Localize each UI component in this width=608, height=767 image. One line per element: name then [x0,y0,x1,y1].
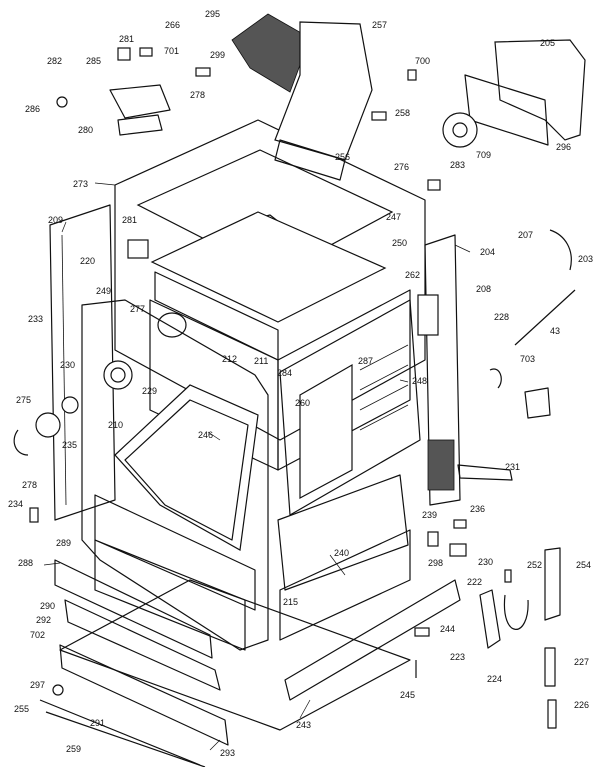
callout-label: 207 [518,230,533,240]
callout-label: 287 [358,356,373,366]
callout-label: 224 [487,674,502,684]
callout-label: 231 [505,462,520,472]
callout-label: 243 [296,720,311,730]
leader-lines [43,182,471,751]
callout-label: 281 [122,215,137,225]
callout-label: 244 [440,624,455,634]
callout-label: 277 [130,304,145,314]
callout-label: 297 [30,680,45,690]
callout-label: 230 [478,557,493,567]
callout-label: 247 [386,212,401,222]
callout-label: 227 [574,657,589,667]
callout-label: 700 [415,56,430,66]
callout-label: 292 [36,615,51,625]
callout-label: 266 [165,20,180,30]
callout-label: 252 [527,560,542,570]
callout-label: 703 [520,354,535,364]
callout-label: 293 [220,748,235,758]
callout-label: 205 [540,38,555,48]
callout-label: 283 [450,160,465,170]
callout-label: 275 [16,395,31,405]
callout-label: 250 [392,238,407,248]
callout-label: 212 [222,354,237,364]
callout-label: 284 [277,368,292,378]
callout-label: 239 [422,510,437,520]
callout-label: 298 [428,558,443,568]
callout-label: 286 [25,104,40,114]
callout-label: 248 [412,376,427,386]
callout-label: 222 [467,577,482,587]
callout-label: 281 [119,34,134,44]
callout-label: 259 [66,744,81,754]
callout-label: 256 [335,152,350,162]
callout-label: 282 [47,56,62,66]
callout-label: 208 [476,284,491,294]
callout-label: 258 [395,108,410,118]
callout-label: 276 [394,162,409,172]
callout-label: 701 [164,46,179,56]
callout-label: 236 [470,504,485,514]
callout-label: 280 [78,125,93,135]
callout-label: 246 [198,430,213,440]
callout-label: 702 [30,630,45,640]
callout-label: 285 [86,56,101,66]
callout-label: 278 [190,90,205,100]
callout-label: 257 [372,20,387,30]
callout-label: 211 [254,356,268,366]
callout-label: 709 [476,150,491,160]
callout-label: 254 [576,560,591,570]
callout-label: 230 [60,360,75,370]
callout-label: 273 [73,179,88,189]
callout-label: 260 [295,398,310,408]
callout-label: 262 [405,270,420,280]
callout-label: 245 [400,690,415,700]
callout-label: 290 [40,601,55,611]
callout-label: 291 [90,718,105,728]
callout-label: 240 [334,548,349,558]
callout-label: 233 [28,314,43,324]
callout-label: 209 [48,215,63,225]
callout-label: 215 [283,597,298,607]
callout-label: 235 [62,440,77,450]
callout-labels: 295 257 266 281 701 299 282 285 278 286 … [8,9,593,758]
callout-label: 234 [8,499,23,509]
callout-label: 289 [56,538,71,548]
callout-label: 255 [14,704,29,714]
callout-label: 203 [578,254,593,264]
callout-label: 299 [210,50,225,60]
callout-label: 226 [574,700,589,710]
oven-cabinet-outline [13,13,586,767]
callout-label: 220 [80,256,95,266]
callout-label: 210 [108,420,123,430]
callout-label: 278 [22,480,37,490]
callout-label: 228 [494,312,509,322]
callout-label: 288 [18,558,33,568]
callout-label: 295 [205,9,220,19]
callout-label: 43 [550,326,560,336]
callout-label: 223 [450,652,465,662]
callout-label: 296 [556,142,571,152]
callout-label: 204 [480,247,495,257]
callout-label: 249 [96,286,111,296]
callout-label: 229 [142,386,157,396]
